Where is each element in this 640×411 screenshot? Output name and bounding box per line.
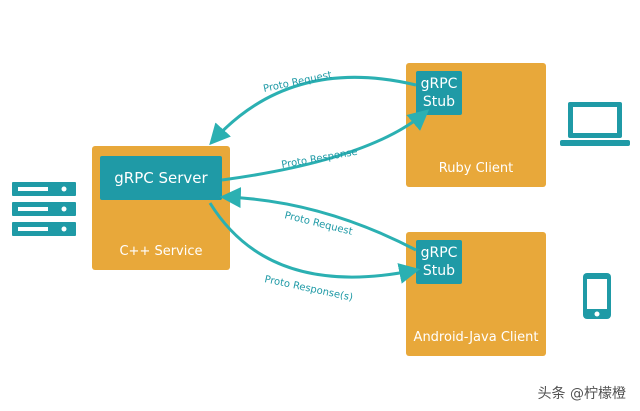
ruby-client-label: Ruby Client — [438, 161, 514, 176]
ruby-client-box: gRPC Stub Ruby Client — [406, 63, 546, 187]
android-request-arrow — [219, 187, 417, 252]
server-rack-icon — [12, 182, 76, 236]
android-request-label: Proto Request — [283, 210, 353, 238]
cpp-service-label: C++ Service — [119, 244, 203, 259]
grpc-server-label: gRPC Server — [114, 169, 208, 187]
ruby-request-arrow — [209, 75, 417, 146]
android-java-client-box: gRPC Stub Android-Java Client — [406, 232, 546, 356]
android-response-label: Proto Response(s) — [263, 274, 354, 304]
ruby-stub-label-line2: Stub — [422, 94, 456, 110]
android-java-client-label: Android-Java Client — [413, 330, 539, 345]
cpp-service-box: gRPC Server C++ Service — [92, 146, 230, 270]
watermark-text: 头条 @柠檬橙 — [537, 386, 626, 402]
android-stub-label-line2: Stub — [422, 263, 456, 279]
phone-icon — [583, 273, 611, 319]
grpc-server-box: gRPC Server — [100, 156, 222, 200]
android-grpc-stub-box: gRPC Stub — [416, 240, 462, 284]
android-response-arrow — [208, 202, 421, 284]
android-stub-label-line1: gRPC — [420, 245, 458, 261]
ruby-stub-label-line1: gRPC — [420, 76, 458, 92]
ruby-request-label: Proto Request — [262, 70, 333, 95]
laptop-icon — [560, 102, 630, 146]
ruby-response-label: Proto Response — [281, 147, 359, 171]
ruby-response-arrow — [221, 109, 430, 182]
ruby-grpc-stub-box: gRPC Stub — [416, 71, 462, 115]
